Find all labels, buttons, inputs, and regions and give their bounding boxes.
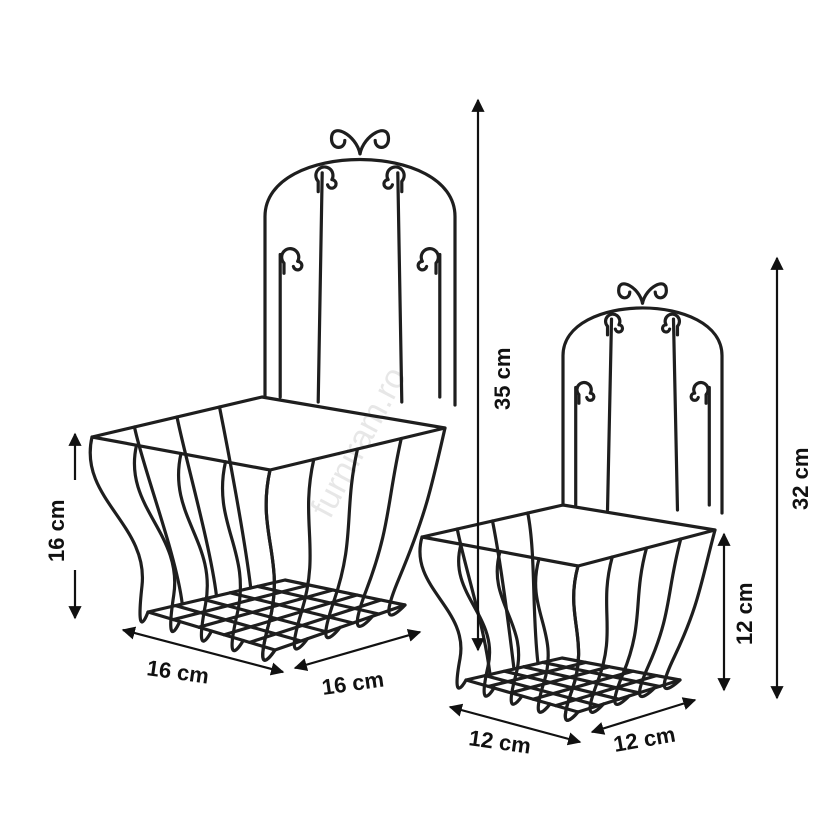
small-width-label: 12 cm — [467, 725, 532, 758]
side-wire — [495, 549, 524, 706]
scroll — [382, 165, 406, 194]
large-height-label: 35 cm — [490, 348, 515, 410]
crest — [617, 282, 645, 305]
large-width-arrow — [121, 626, 285, 676]
side-wire — [418, 535, 468, 690]
small-depth-label: 12 cm — [612, 721, 678, 756]
large-width-label: 16 cm — [145, 655, 210, 688]
side-wire — [355, 436, 403, 628]
large-depth-label: 16 cm — [320, 667, 385, 700]
grid-wire — [228, 591, 355, 625]
crest — [640, 282, 668, 305]
back-bar — [605, 317, 614, 512]
small-width-arrow — [448, 703, 582, 746]
large-depth-arrow — [293, 628, 422, 672]
scroll — [416, 247, 440, 275]
side-wire — [662, 528, 717, 691]
grid-wire — [197, 588, 335, 629]
crest — [358, 129, 391, 156]
side-wire — [217, 405, 253, 590]
side-wire — [175, 415, 219, 598]
back-bar — [316, 171, 324, 404]
side-wire — [132, 425, 184, 606]
rim — [420, 503, 717, 568]
side-wire — [88, 435, 150, 624]
scroll — [575, 380, 596, 405]
grid-wire — [201, 597, 329, 634]
back-bar — [396, 171, 404, 404]
side-wire — [292, 457, 316, 651]
back-bar — [671, 317, 680, 512]
watermark: furniram.ro — [304, 361, 415, 524]
small-height-label: 32 cm — [788, 448, 813, 510]
small-basket-height-label: 12 cm — [732, 583, 757, 645]
crest — [329, 129, 362, 156]
grid-wire — [522, 665, 641, 695]
grid-wire — [171, 583, 311, 622]
back-frame — [561, 306, 724, 515]
scroll — [280, 247, 304, 275]
small-depth-arrow — [590, 697, 697, 735]
side-wire — [637, 537, 683, 698]
grid-wire — [502, 669, 621, 701]
grid-wire — [486, 660, 588, 688]
large-wire-basket — [88, 129, 457, 662]
scroll — [314, 165, 338, 194]
scroll — [660, 312, 681, 337]
side-wire — [526, 511, 540, 666]
side-wire — [490, 519, 516, 671]
side-wire — [387, 426, 447, 617]
scroll — [689, 380, 710, 405]
scroll — [604, 312, 625, 337]
grid-wire — [554, 674, 658, 708]
back-frame — [263, 158, 457, 407]
small-wire-basket — [418, 282, 724, 722]
large-basket-height-label: 16 cm — [44, 500, 69, 562]
